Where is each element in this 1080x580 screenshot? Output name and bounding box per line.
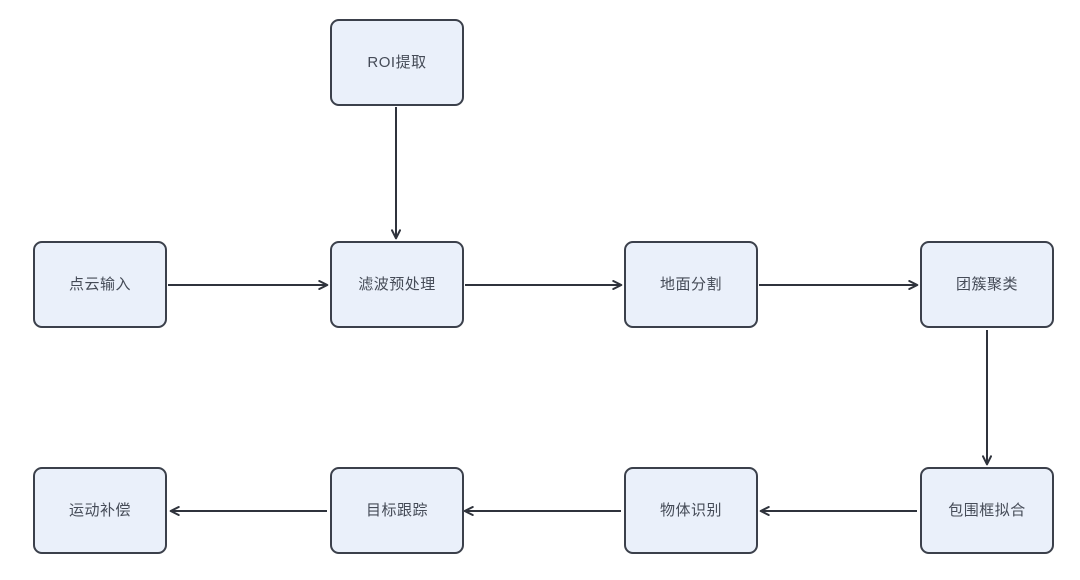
node-roi-extraction[interactable]: ROI提取 [330, 19, 464, 106]
node-label: 团簇聚类 [955, 275, 1018, 293]
node-label: 运动补偿 [68, 501, 131, 519]
node-ground-segmentation[interactable]: 地面分割 [624, 241, 758, 328]
node-label: ROI提取 [367, 53, 427, 71]
node-point-cloud-input[interactable]: 点云输入 [33, 241, 167, 328]
node-label: 包围框拟合 [948, 501, 1026, 519]
node-label: 物体识别 [659, 501, 722, 519]
node-object-recognition[interactable]: 物体识别 [624, 467, 758, 554]
node-filter-preprocessing[interactable]: 滤波预处理 [330, 241, 464, 328]
node-motion-compensation[interactable]: 运动补偿 [33, 467, 167, 554]
node-label: 点云输入 [68, 275, 131, 293]
node-label: 地面分割 [659, 275, 722, 293]
node-target-tracking[interactable]: 目标跟踪 [330, 467, 464, 554]
node-bounding-box-fitting[interactable]: 包围框拟合 [920, 467, 1054, 554]
node-label: 目标跟踪 [365, 501, 428, 519]
node-label: 滤波预处理 [358, 275, 436, 293]
node-cluster-clustering[interactable]: 团簇聚类 [920, 241, 1054, 328]
